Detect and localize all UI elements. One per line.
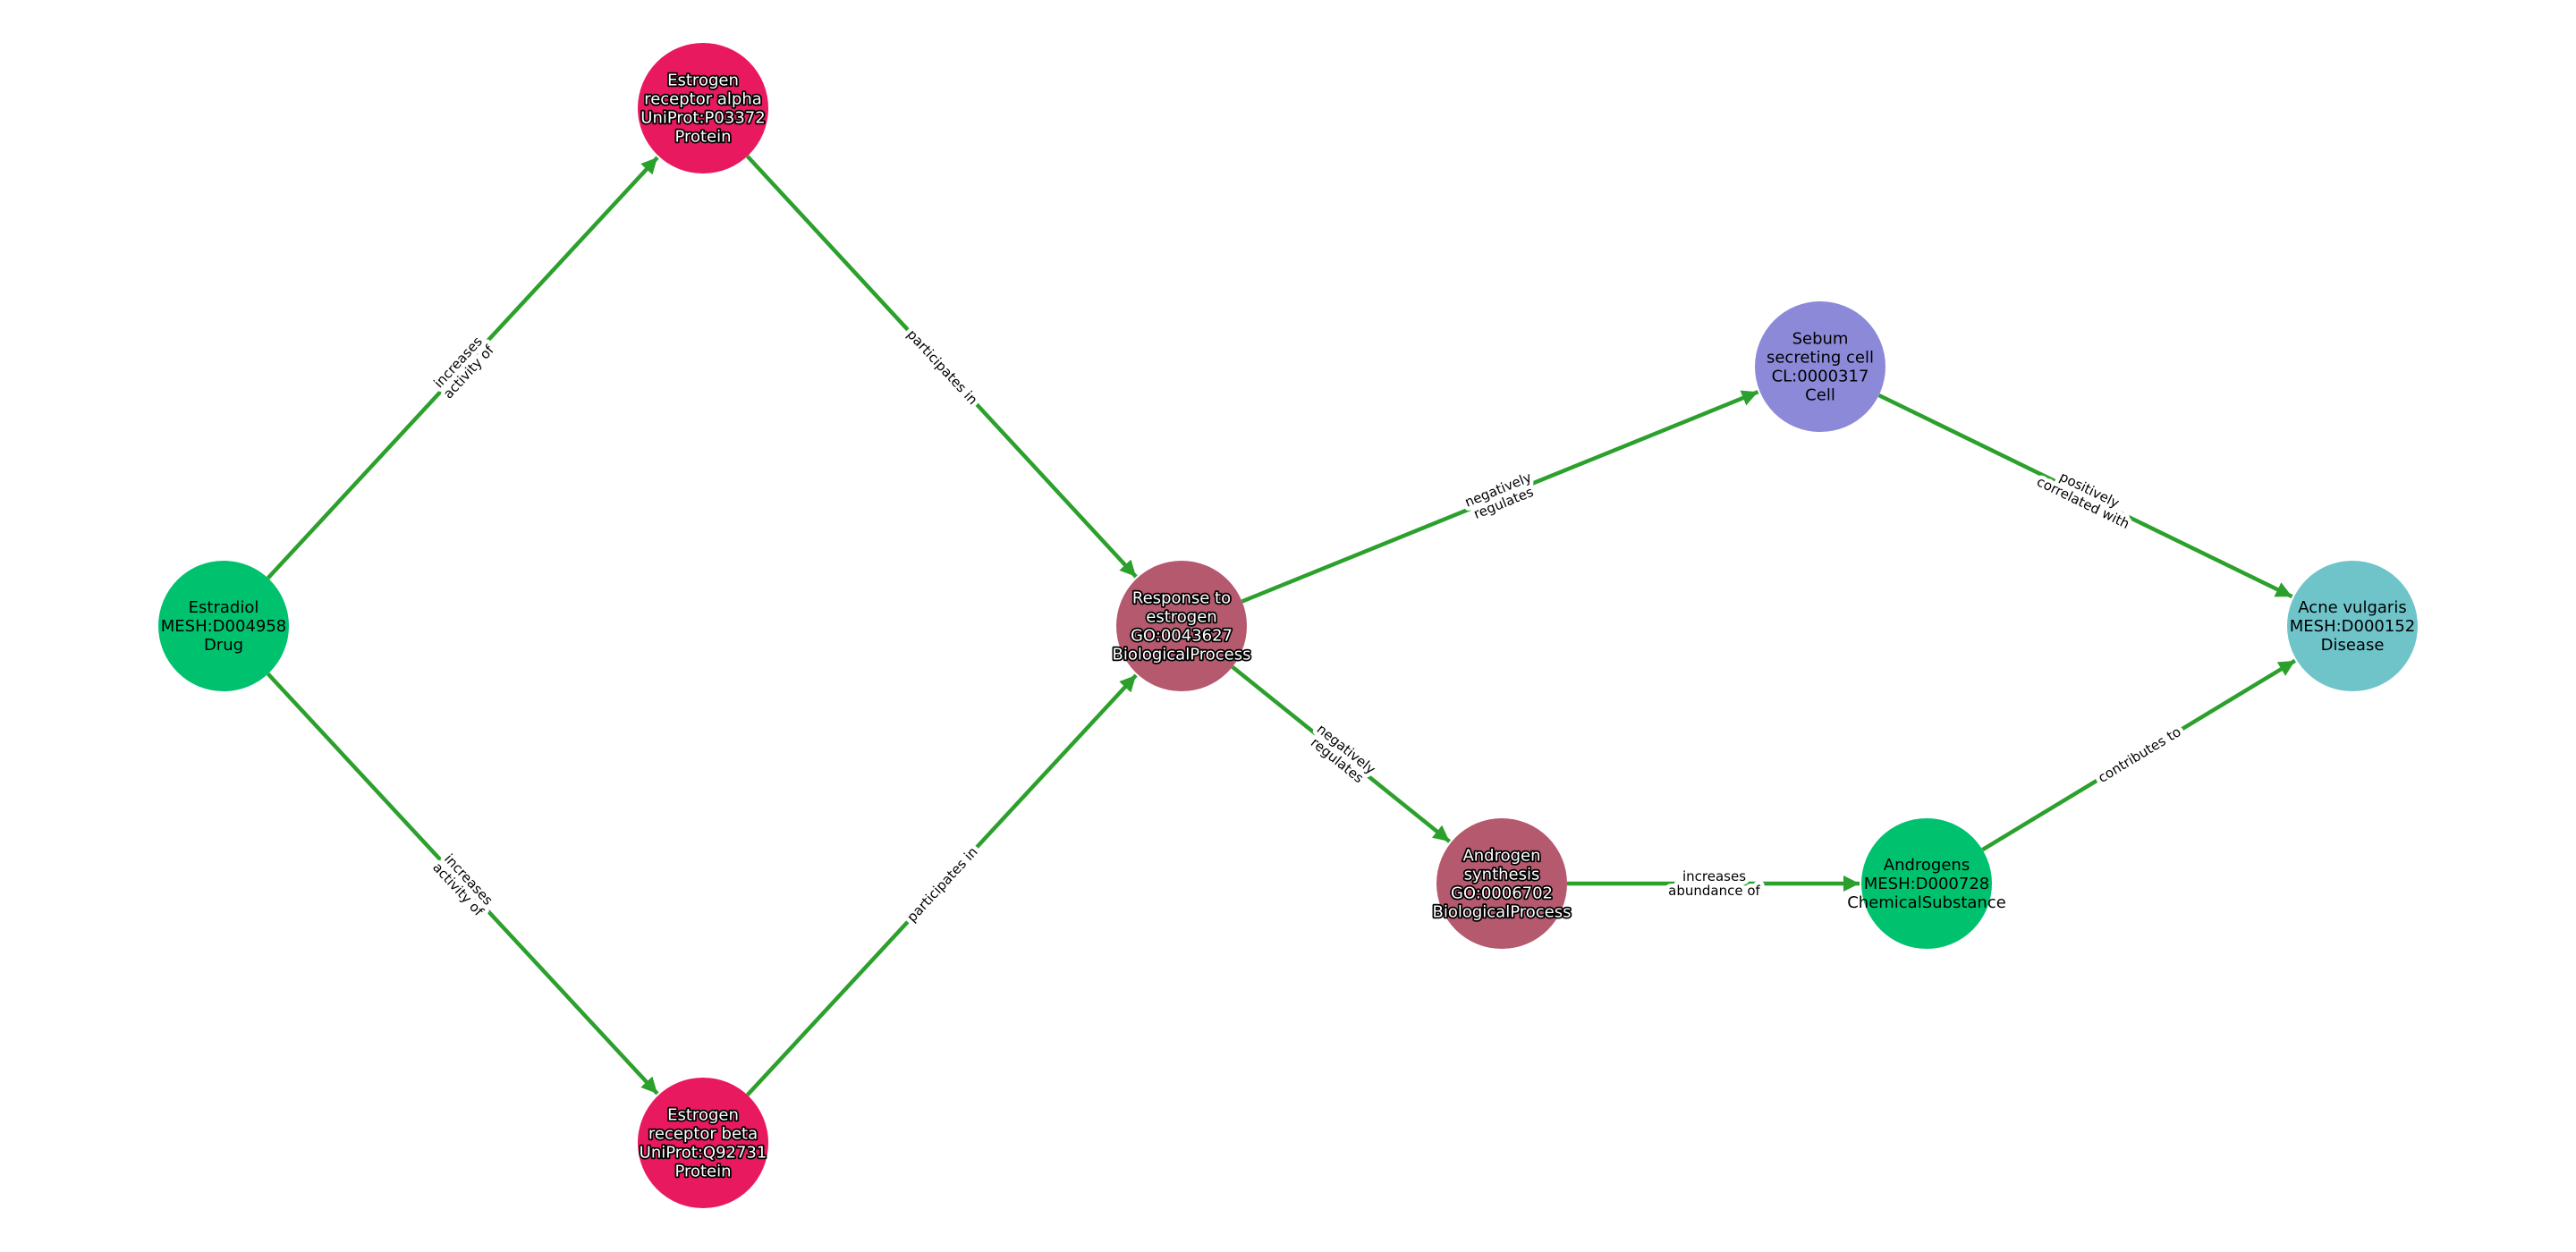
edges-layer bbox=[266, 155, 2296, 1096]
edge-label: positivelycorrelated with bbox=[2034, 461, 2138, 532]
node-label-line: MESH:D004958 bbox=[161, 617, 287, 636]
edge-label-line: participates in bbox=[903, 326, 980, 408]
node-label-line: Sebum bbox=[1792, 330, 1849, 349]
node-circle[interactable] bbox=[158, 561, 289, 691]
edge-label-line: contributes to bbox=[2095, 723, 2183, 786]
node-label-line: Response to bbox=[1132, 589, 1231, 608]
node-circle[interactable] bbox=[1436, 818, 1567, 949]
node-label-line: Drug bbox=[204, 636, 243, 655]
node-circle[interactable] bbox=[2287, 561, 2418, 691]
node-label-line: GO:0006702 bbox=[1451, 884, 1553, 903]
edge-response_estrogen-to-sebum_cell bbox=[1241, 390, 1759, 604]
edge-er_beta-to-response_estrogen bbox=[745, 673, 1138, 1096]
node-label-line: Disease bbox=[2321, 636, 2385, 655]
node-label-line: Estrogen bbox=[667, 1106, 739, 1125]
node-label-line: CL:0000317 bbox=[1772, 368, 1869, 386]
node-label-line: secreting cell bbox=[1767, 349, 1874, 368]
edge-label-line: abundance of bbox=[1668, 883, 1760, 899]
node-label-line: MESH:D000152 bbox=[2290, 617, 2416, 636]
node-label-line: synthesis bbox=[1464, 866, 1540, 884]
node-label-line: MESH:D000728 bbox=[1864, 875, 1990, 893]
edge-label-line: participates in bbox=[903, 843, 980, 925]
node-label-line: Acne vulgaris bbox=[2298, 598, 2406, 617]
node-label-line: BiologicalProcess bbox=[1432, 903, 1571, 922]
edge-sebum_cell-to-acne bbox=[1877, 393, 2293, 599]
edge-response_estrogen-to-androgen_synthesis bbox=[1231, 665, 1451, 843]
node-circle[interactable] bbox=[638, 43, 768, 173]
node-label-line: estrogen bbox=[1146, 608, 1216, 627]
node-label-line: BiologicalProcess bbox=[1112, 646, 1250, 664]
node-label-line: Estrogen bbox=[667, 72, 739, 90]
node-circle[interactable] bbox=[638, 1078, 768, 1208]
edge-label: negativelyregulates bbox=[1305, 721, 1379, 789]
edge-label: negativelyregulates bbox=[1462, 469, 1539, 523]
edge-label: contributes to bbox=[2095, 723, 2183, 786]
edge-label: participates in bbox=[903, 843, 980, 925]
node-label-line: UniProt:Q92731 bbox=[640, 1144, 767, 1163]
edge-estradiol-to-er_alpha bbox=[266, 156, 659, 579]
node-label-line: Protein bbox=[674, 1163, 731, 1181]
node-label-line: ChemicalSubstance bbox=[1847, 893, 2006, 912]
edge-estradiol-to-er_beta bbox=[266, 672, 659, 1096]
edge-androgens-to-acne bbox=[1981, 658, 2296, 852]
node-label-line: UniProt:P03372 bbox=[640, 109, 765, 128]
node-circle[interactable] bbox=[1861, 818, 1992, 949]
node-label-line: Cell bbox=[1805, 386, 1835, 405]
node-label-line: receptor beta bbox=[648, 1125, 758, 1144]
node-label-line: Androgen bbox=[1462, 847, 1540, 866]
edge-label: participates in bbox=[903, 326, 980, 408]
node-circle[interactable] bbox=[1755, 301, 1885, 432]
node-label-line: Protein bbox=[674, 128, 731, 147]
node-label-line: receptor alpha bbox=[644, 90, 762, 109]
node-label-line: Androgens bbox=[1884, 856, 1970, 875]
node-label-line: Estradiol bbox=[189, 598, 259, 617]
edge-er_alpha-to-response_estrogen bbox=[745, 155, 1138, 579]
node-label-line: GO:0043627 bbox=[1131, 627, 1233, 646]
node-circle[interactable] bbox=[1116, 561, 1247, 691]
